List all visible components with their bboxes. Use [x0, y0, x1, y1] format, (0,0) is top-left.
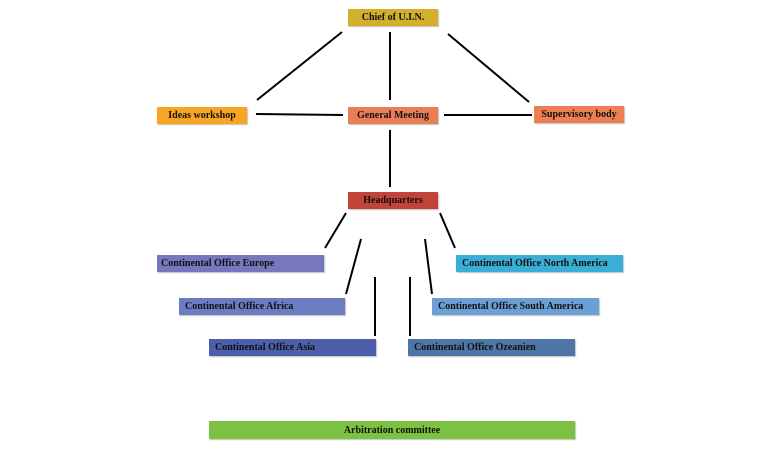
connector-hq-south-america	[424, 238, 433, 295]
node-ideas-workshop: Ideas workshop	[157, 107, 247, 124]
node-headquarters: Headquarters	[348, 192, 438, 209]
node-chief: Chief of U.I.N.	[348, 9, 438, 26]
connector-chief-ideas	[256, 31, 343, 101]
node-office-africa: Continental Office Africa	[179, 298, 345, 315]
node-office-asia: Continental Office Asia	[209, 339, 376, 356]
node-office-ozeanien: Continental Office Ozeanien	[408, 339, 575, 356]
connector-hq-africa	[345, 238, 362, 295]
node-supervisory-body: Supervisory body	[534, 106, 624, 123]
node-arbitration-committee: Arbitration committee	[209, 421, 575, 439]
connector-chief-supervisory	[447, 33, 530, 103]
node-office-north-america: Continental Office North America	[456, 255, 623, 272]
node-office-south-america: Continental Office South America	[432, 298, 599, 315]
connector-hq-north-america	[439, 212, 456, 249]
node-office-europe: Continental Office Europe	[157, 255, 324, 272]
connector-ideas-general	[255, 113, 344, 116]
node-general-meeting: General Meeting	[348, 107, 438, 124]
connector-hq-europe	[324, 212, 347, 249]
